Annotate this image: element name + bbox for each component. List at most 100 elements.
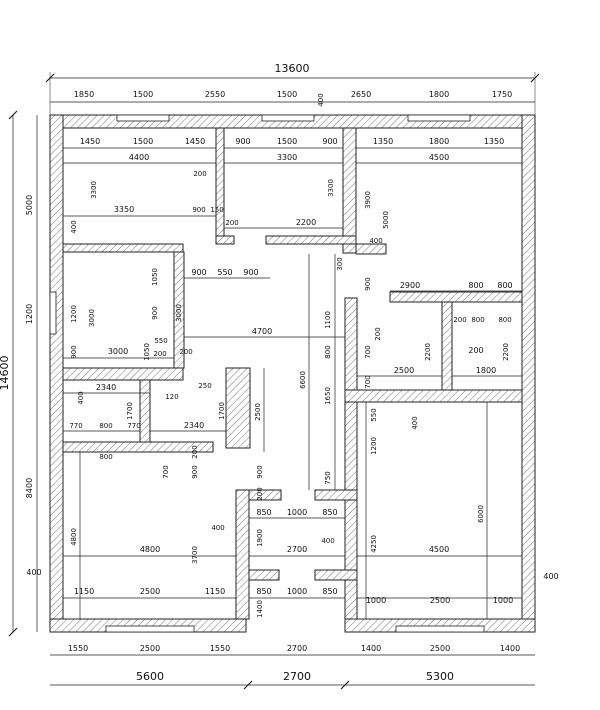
window-top-3 — [407, 114, 471, 122]
r5-dim: 400 — [77, 391, 85, 404]
top-seg-7: 1800 — [429, 90, 449, 99]
r1-dim: 3350 — [114, 205, 134, 214]
bottom-seg-6: 2500 — [430, 644, 450, 653]
r3-dim: 5000 — [382, 211, 390, 229]
r4-dim: 1050 — [143, 343, 151, 361]
bath-dim: 2200 — [424, 343, 432, 361]
r8-dim: 1400 — [256, 600, 264, 618]
overall-dimensions: 13600 1850 1500 2550 1500 400 2650 1800 … — [0, 62, 559, 690]
wall-int — [441, 301, 453, 391]
r5-dim: 770 — [127, 422, 140, 430]
r7-dim: 400 — [411, 416, 419, 429]
wall-int — [225, 367, 251, 449]
hall-dim: 750 — [324, 471, 332, 484]
r7-dim: 1000 — [366, 596, 386, 605]
corridor-dim: 1000 — [287, 587, 307, 596]
r7-dim: 4500 — [429, 545, 449, 554]
window-bottom-1 — [105, 625, 195, 633]
wall-int — [139, 379, 151, 443]
r1-dim: 1500 — [133, 137, 153, 146]
r4-dim: 900 — [70, 345, 78, 358]
top-seg-1: 1850 — [74, 90, 94, 99]
r4-dim: 550 — [217, 268, 232, 277]
wall-int — [389, 291, 523, 303]
r2-dim: 2200 — [296, 218, 316, 227]
wall-int — [344, 491, 358, 620]
wall-int — [173, 251, 185, 369]
r4-dim: 900 — [151, 306, 159, 319]
r7-dim: 550 — [370, 408, 378, 421]
dim-tick — [8, 110, 18, 120]
wall-int — [235, 489, 250, 620]
bottom-seg-5: 1400 — [361, 644, 381, 653]
wall-left — [49, 114, 64, 633]
r5-dim: 800 — [99, 422, 112, 430]
hall-dim: 6600 — [299, 371, 307, 389]
r1-dim: 1450 — [185, 137, 205, 146]
bottom-total-2: 2700 — [283, 670, 311, 683]
r3-dim: 1350 — [484, 137, 504, 146]
wall-int — [344, 297, 358, 399]
r4-dim: 900 — [243, 268, 258, 277]
dim-tick — [243, 680, 253, 690]
r3-dim: 400 — [369, 237, 382, 245]
wall-int — [355, 243, 387, 255]
r4-dim: 3000 — [175, 304, 183, 322]
r3-dim: 3900 — [364, 191, 372, 209]
r4-dim: 900 — [191, 268, 206, 277]
hall-dim: 800 — [324, 345, 332, 358]
wall-int — [62, 367, 184, 381]
bath-dim: 2500 — [394, 366, 414, 375]
r3-dim: 800 — [497, 281, 512, 290]
r4-dim: 3000 — [108, 347, 128, 356]
r7-dim: 2500 — [430, 596, 450, 605]
r4-dim: 1050 — [151, 268, 159, 286]
r8-dim: 2500 — [140, 587, 160, 596]
r3-dim: 4500 — [429, 153, 449, 162]
r3-dim: 800 — [468, 281, 483, 290]
r8-dim: 700 — [162, 465, 170, 478]
wall-int — [265, 235, 357, 245]
bath-dim: 200 — [453, 316, 466, 324]
room-dimensions: 1450 1500 1450 4400 3300 3350 900 150 40… — [69, 137, 513, 618]
wall-int — [314, 569, 358, 581]
interior-guides — [63, 147, 522, 619]
r4-dim: 3000 — [88, 309, 96, 327]
corridor-dim: 900 — [256, 465, 264, 478]
r3-dim: 1800 — [429, 137, 449, 146]
r2-dim: 900 — [235, 137, 250, 146]
r3-dim: 900 — [364, 277, 372, 290]
corridor-dim: 2700 — [287, 545, 307, 554]
hall-dim: 200 — [179, 348, 192, 356]
window-top-2 — [261, 114, 315, 122]
r1-dim: 3300 — [90, 181, 98, 199]
r7-dim: 4250 — [370, 535, 378, 553]
hall-dim: 200 — [153, 350, 166, 358]
r3-dim: 300 — [336, 257, 344, 270]
r2-dim: 200 — [225, 219, 238, 227]
r8-dim: 200 — [191, 445, 199, 458]
wall-int — [215, 235, 235, 245]
corridor-dim: 1000 — [287, 508, 307, 517]
window-top-1 — [116, 114, 170, 122]
wall-right — [521, 114, 536, 633]
wall-int — [248, 569, 280, 581]
total-height-label: 14600 — [0, 356, 11, 391]
bottom-total-1: 5600 — [136, 670, 164, 683]
r8-dim: 400 — [211, 524, 224, 532]
r3-dim: 1350 — [373, 137, 393, 146]
r6-dim: 2340 — [184, 421, 204, 430]
wall-int — [248, 489, 282, 501]
left-seg-1: 5000 — [25, 195, 34, 215]
r8-dim: 4800 — [140, 545, 160, 554]
r5-dim: 800 — [99, 453, 112, 461]
corridor-dim: 850 — [322, 508, 337, 517]
wall-int — [314, 489, 358, 501]
bath-dim: 700 — [364, 345, 372, 358]
r2-dim: 3300 — [327, 179, 335, 197]
left-seg-2: 1200 — [25, 304, 34, 324]
r3-dim: 2900 — [400, 281, 420, 290]
right-offset: 400 — [543, 572, 558, 581]
wall-int — [215, 127, 225, 245]
